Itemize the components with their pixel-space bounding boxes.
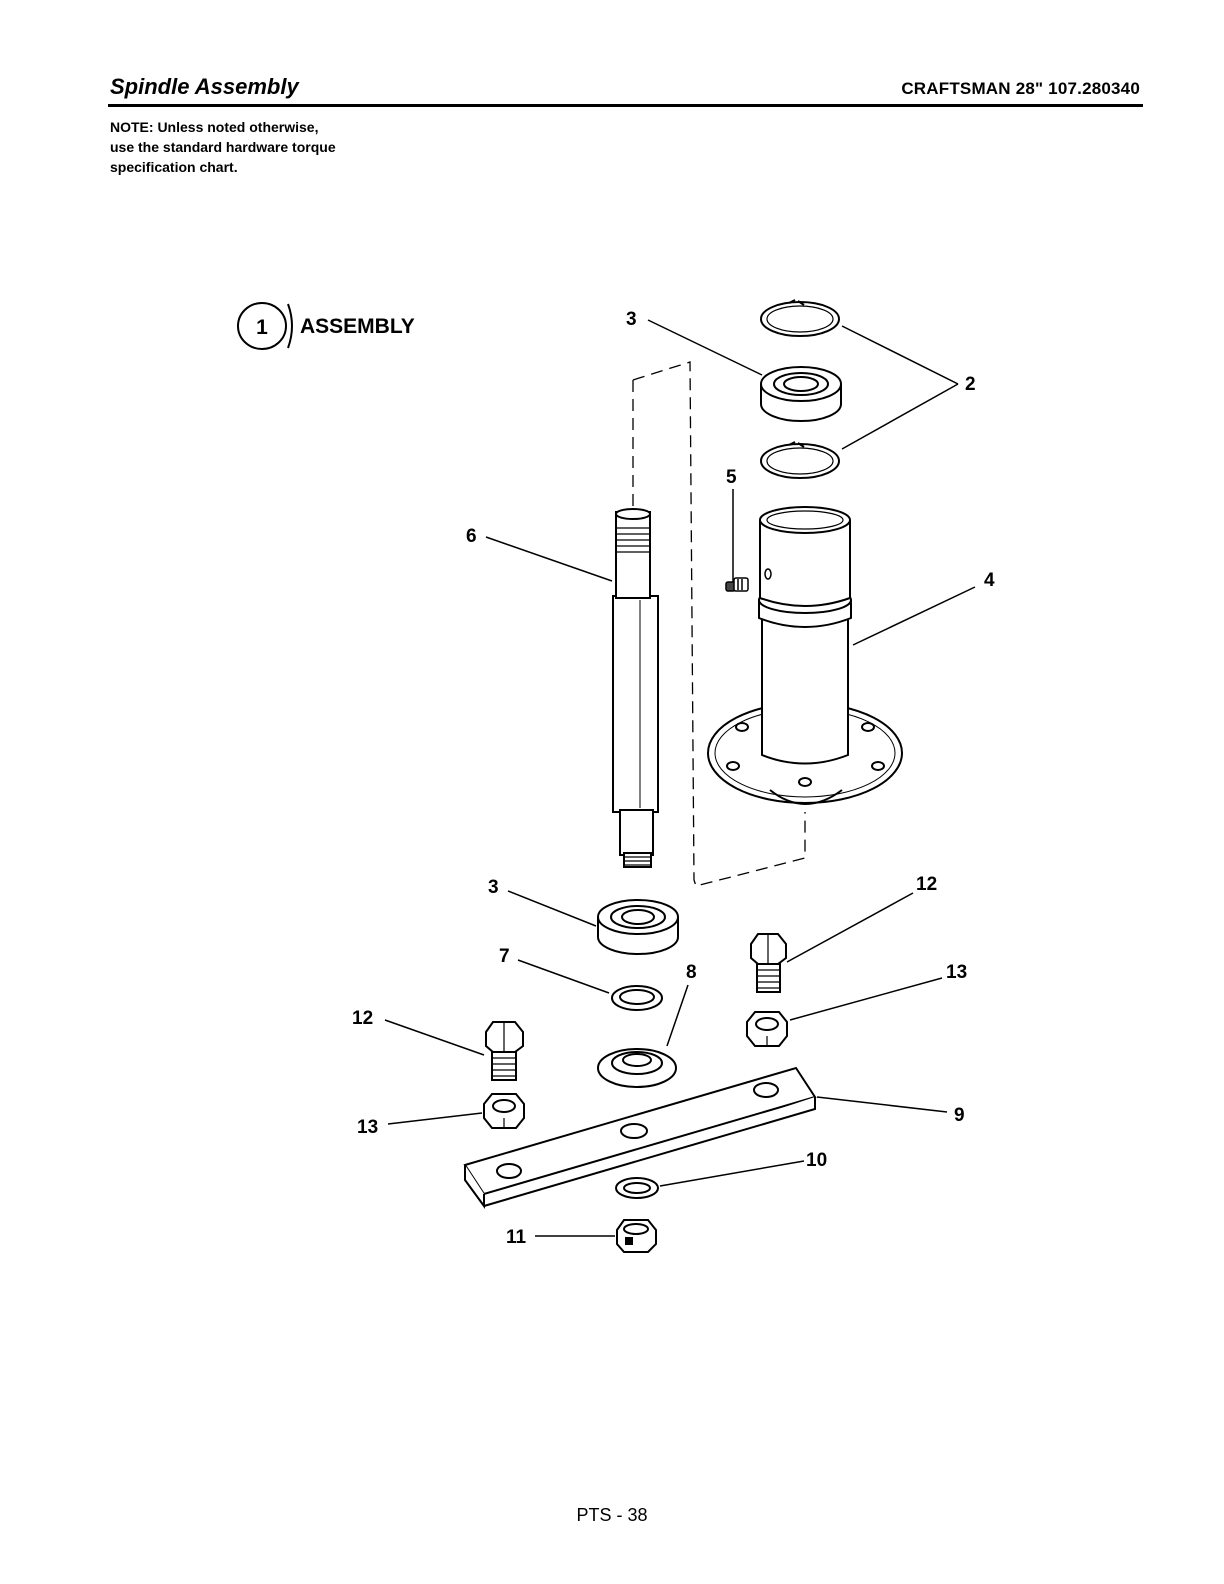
- page-number: PTS - 38: [576, 1505, 648, 1525]
- callout-10: 10: [806, 1150, 827, 1171]
- header-rule: [108, 104, 1143, 107]
- callout-4: 4: [984, 570, 995, 591]
- spacer-washer: [611, 985, 663, 1011]
- blade-adapter-bar: [463, 1066, 817, 1210]
- assembly-label: ASSEMBLY: [300, 315, 415, 338]
- callout-3-top: 3: [626, 309, 637, 330]
- assembly-badge: 1 ASSEMBLY: [237, 302, 415, 350]
- spindle-shaft: [612, 508, 659, 868]
- callout-13-left: 13: [357, 1117, 378, 1138]
- leader-lines: [384, 319, 976, 1237]
- snap-ring-lower: [760, 441, 840, 479]
- note-line-1: NOTE: Unless noted otherwise,: [110, 119, 319, 135]
- bolt-left: [485, 1021, 524, 1081]
- callout-6: 6: [466, 526, 477, 547]
- callout-12-right: 12: [916, 874, 937, 895]
- callout-13-right: 13: [946, 962, 967, 983]
- callout-12-left: 12: [352, 1008, 373, 1029]
- grease-fitting: [725, 577, 749, 592]
- bolt-right: [750, 933, 787, 993]
- callout-8: 8: [686, 962, 697, 983]
- shaft-bottom-threads: [624, 856, 651, 866]
- spindle-housing: [707, 506, 903, 805]
- callout-3-bottom: 3: [488, 877, 499, 898]
- washer: [615, 1177, 659, 1199]
- bearing-upper: [760, 366, 842, 422]
- callout-11: 11: [506, 1227, 527, 1248]
- torque-note: NOTE: Unless noted otherwise, use the st…: [110, 117, 410, 177]
- callout-7: 7: [499, 946, 510, 967]
- bearing-lower: [597, 899, 679, 955]
- snap-ring-upper: [760, 299, 840, 337]
- explode-guide-lines: [632, 361, 806, 887]
- model-number: CRAFTSMAN 28" 107.280340: [901, 79, 1140, 98]
- page-title: Spindle Assembly: [110, 74, 299, 99]
- hex-nut-right: [746, 1011, 788, 1047]
- hex-nut-left: [483, 1093, 525, 1129]
- callout-5: 5: [726, 467, 737, 488]
- callout-2: 2: [965, 374, 976, 395]
- callouts: 2 3 4 5 6 3 7 8 12 13 12 13 9 10 11: [352, 309, 995, 1248]
- assembly-number: 1: [256, 316, 268, 339]
- note-line-2: use the standard hardware torque: [110, 139, 336, 155]
- shaft-top-threads: [616, 527, 650, 553]
- note-line-3: specification chart.: [110, 159, 238, 175]
- assembly-number-circle: [237, 302, 287, 350]
- lock-nut: [616, 1219, 657, 1253]
- callout-9: 9: [954, 1105, 965, 1126]
- spindle-hub: [597, 1048, 677, 1088]
